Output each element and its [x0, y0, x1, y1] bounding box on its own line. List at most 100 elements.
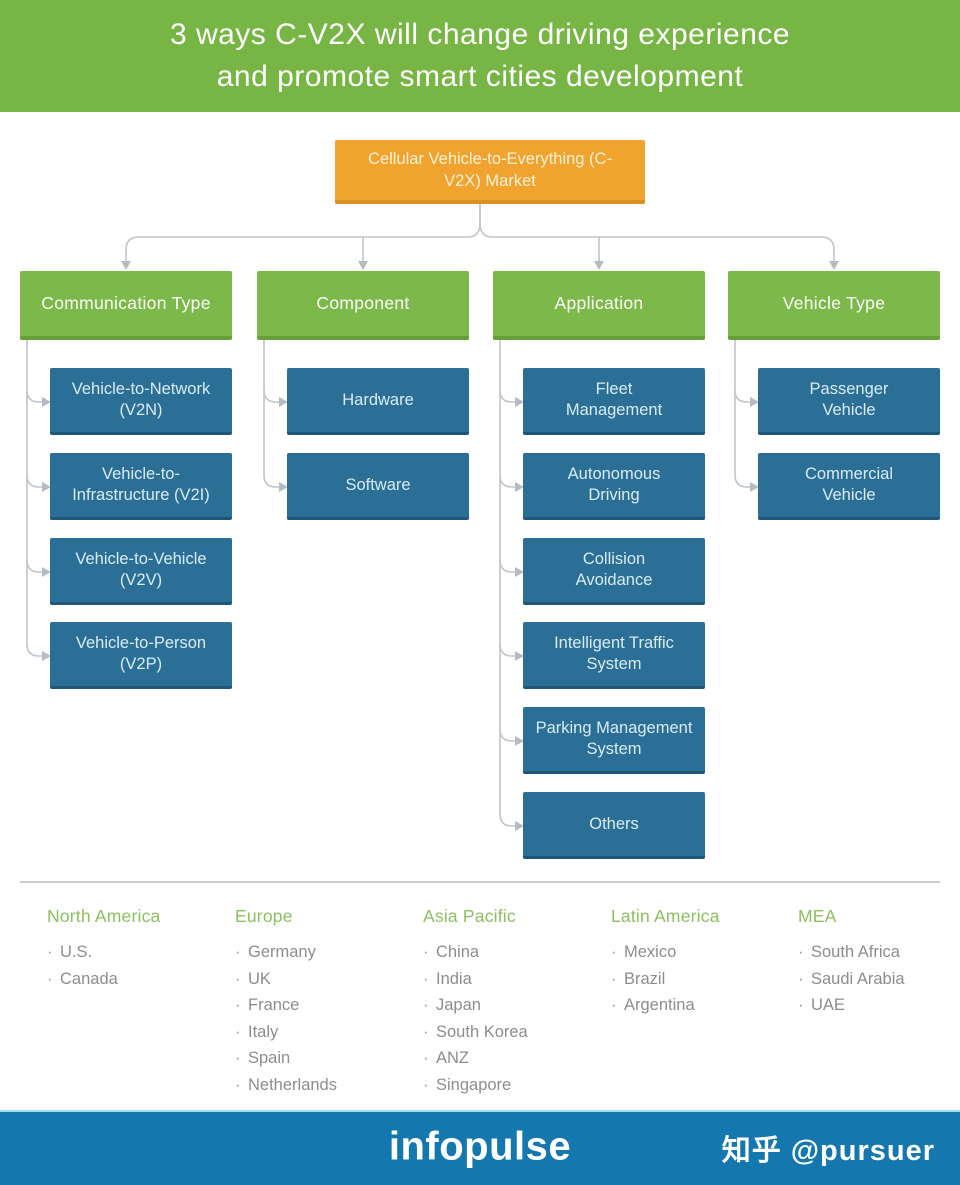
- infopulse-logo: infopulse: [388, 1124, 572, 1169]
- node-label: Intelligent Traffic System: [554, 634, 674, 673]
- category-label: Component: [316, 293, 410, 313]
- region-title: Asia Pacific: [423, 906, 516, 926]
- bullet-icon: ·: [423, 969, 429, 988]
- node-others: Others: [523, 792, 705, 859]
- region-item: · South Korea: [423, 1019, 528, 1046]
- node-passenger-vehicle: Passenger Vehicle: [758, 368, 940, 435]
- header-banner: 3 ways C-V2X will change driving experie…: [0, 0, 960, 112]
- category-vehicle-type: Vehicle Type: [728, 271, 940, 340]
- region-item: ·South Africa: [798, 939, 905, 966]
- region-item-label: Brazil: [624, 969, 666, 988]
- tree-connector-lines: [26, 204, 839, 831]
- category-label: Vehicle Type: [782, 293, 886, 313]
- node-label: Vehicle-to-Network (V2N): [71, 380, 211, 419]
- region-mea: MEA ·South Africa ·Saudi Arabia ·UAE: [798, 906, 905, 1019]
- region-item: · Singapore: [423, 1072, 528, 1099]
- node-hardware: Hardware: [287, 368, 469, 435]
- zhihu-watermark: 知乎 @pursuer: [721, 1134, 935, 1167]
- bullet-icon: ·: [47, 943, 53, 961]
- region-item-label: Spain: [248, 1049, 291, 1067]
- bullet-icon: ·: [611, 943, 617, 961]
- region-item: · Brazil: [611, 966, 720, 993]
- region-item-label: Japan: [436, 996, 481, 1014]
- node-label: Software: [345, 475, 411, 494]
- region-asia-pacific: Asia Pacific ·China ·India · Japan · South…: [423, 906, 528, 1098]
- node-fleet-management: Fleet Management: [523, 368, 705, 435]
- node-parking-management-system: Parking Management System: [523, 707, 705, 774]
- node-label: Others: [589, 814, 639, 833]
- bullet-icon: ·: [423, 996, 429, 1014]
- bullet-icon: ·: [798, 996, 804, 1014]
- region-item: · Spain: [235, 1045, 337, 1072]
- region-item: · Saudi Arabia: [798, 966, 905, 993]
- region-item-label: Germany: [248, 943, 316, 961]
- category-communication-type: Communication Type: [20, 271, 232, 340]
- node-commercial-vehicle: Commercial Vehicle: [758, 453, 940, 520]
- bullet-icon: ·: [423, 1075, 429, 1094]
- region-item-label: Mexico: [624, 943, 677, 961]
- footer-bar: infopulse 知乎 @pursuer: [0, 1110, 960, 1185]
- region-item: ·China: [423, 939, 528, 966]
- region-item: ·ANZ: [423, 1045, 528, 1072]
- region-item: · Japan: [423, 992, 528, 1019]
- bullet-icon: ·: [611, 969, 617, 988]
- bullet-icon: ·: [798, 969, 804, 988]
- root-node-label: Cellular Vehicle-to-Everything (C-V2X) M…: [368, 150, 612, 190]
- section-divider: [20, 881, 940, 883]
- bullet-icon: ·: [235, 943, 241, 961]
- region-item: · Mexico: [611, 939, 720, 966]
- region-title: North America: [47, 906, 161, 926]
- region-title: Europe: [235, 906, 293, 926]
- category-application: Application: [493, 271, 705, 340]
- region-item-label: Singapore: [436, 1075, 512, 1094]
- node-software: Software: [287, 453, 469, 520]
- region-item-label: UK: [248, 969, 271, 988]
- category-label: Application: [554, 293, 644, 313]
- region-item: · Germany: [235, 939, 337, 966]
- region-item-label: Saudi Arabia: [811, 969, 905, 988]
- node-vehicle-to-person: Vehicle-to-Person (V2P): [50, 622, 232, 689]
- node-collision-avoidance: Collision Avoidance: [523, 538, 705, 605]
- node-intelligent-traffic-system: Intelligent Traffic System: [523, 622, 705, 689]
- region-item-label: Argentina: [624, 996, 695, 1014]
- region-latin-america: Latin America · Mexico · Brazil · Argentina: [611, 906, 720, 1019]
- region-title: Latin America: [611, 906, 720, 926]
- region-item: ·Italy: [235, 1019, 337, 1046]
- node-label: Parking Management System: [535, 719, 693, 758]
- bullet-icon: ·: [235, 1049, 241, 1067]
- node-vehicle-to-infrastructure: Vehicle-to-Infrastructure (V2I): [50, 453, 232, 520]
- region-item-label: Netherlands: [248, 1075, 337, 1094]
- node-label: Commercial Vehicle: [804, 465, 893, 504]
- bullet-icon: ·: [423, 943, 429, 961]
- node-label: Fleet Management: [565, 380, 663, 419]
- page-title-line1: 3 ways C-V2X will change driving experie…: [169, 18, 791, 51]
- region-item-label: South Korea: [436, 1022, 528, 1041]
- root-node-cv2x-market: Cellular Vehicle-to-Everything (C-V2X) M…: [335, 140, 645, 204]
- category-label: Communication Type: [41, 293, 211, 313]
- page-title-line2: and promote smart cities development: [216, 60, 744, 93]
- bullet-icon: ·: [235, 1075, 241, 1094]
- bullet-icon: ·: [611, 996, 617, 1014]
- region-item-label: Canada: [60, 969, 118, 988]
- node-label: Vehicle-to-Person (V2P): [75, 634, 207, 673]
- region-item: · Argentina: [611, 992, 720, 1019]
- region-item: ·France: [235, 992, 337, 1019]
- node-autonomous-driving: Autonomous Driving: [523, 453, 705, 520]
- bullet-icon: ·: [47, 969, 53, 988]
- node-label: Autonomous Driving: [567, 465, 661, 504]
- region-item-label: South Africa: [811, 943, 900, 961]
- region-item: · Canada: [47, 966, 160, 993]
- node-vehicle-to-network: Vehicle-to-Network (V2N): [50, 368, 232, 435]
- region-item: ·India: [423, 966, 528, 993]
- bullet-icon: ·: [235, 996, 241, 1014]
- category-component: Component: [257, 271, 469, 340]
- region-item-label: UAE: [811, 996, 845, 1014]
- region-item: · UAE: [798, 992, 905, 1019]
- bullet-icon: ·: [423, 1049, 429, 1067]
- node-label: Passenger Vehicle: [809, 380, 889, 419]
- region-item: · U.S.: [47, 939, 160, 966]
- bullet-icon: ·: [423, 1022, 429, 1041]
- region-item-label: U.S.: [60, 943, 93, 961]
- node-vehicle-to-vehicle: Vehicle-to-Vehicle (V2V): [50, 538, 232, 605]
